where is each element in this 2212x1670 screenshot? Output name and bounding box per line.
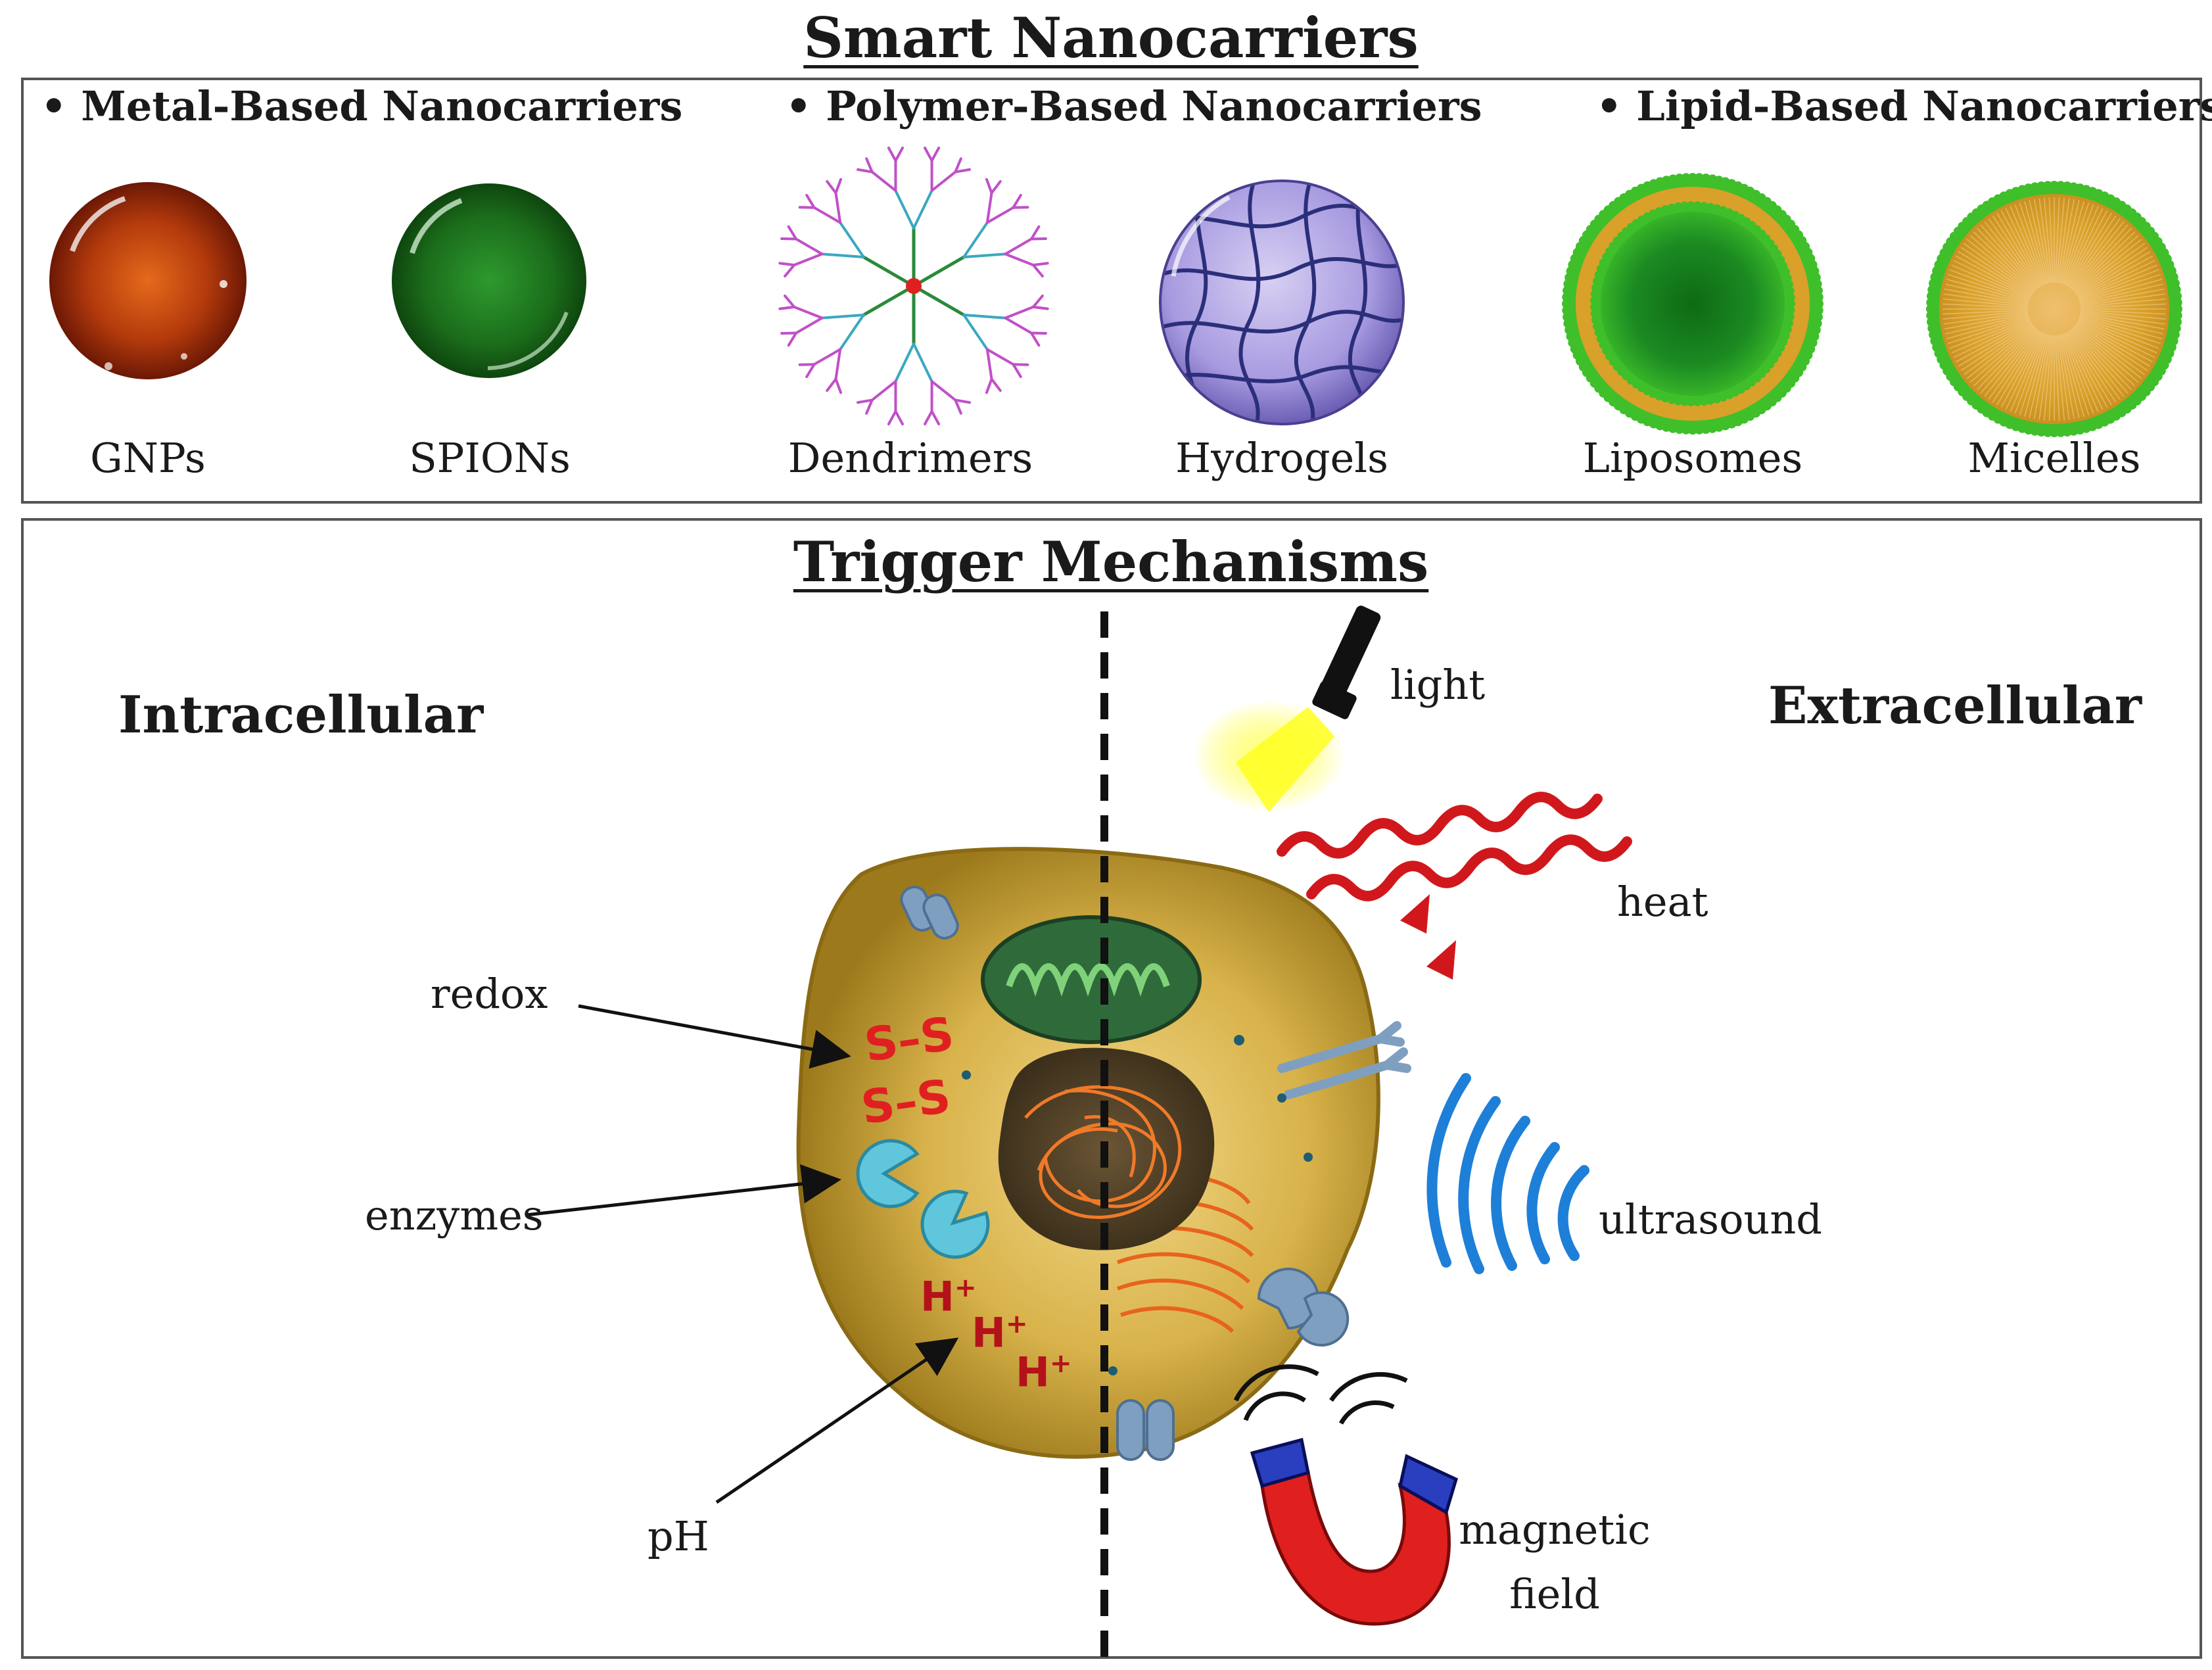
- trigger-mechanisms-panel: [21, 518, 2202, 1659]
- heat-label: heat: [1617, 878, 1708, 926]
- magnet-icon: [1233, 1364, 1459, 1626]
- dendrimers-label: Dendrimers: [788, 434, 1033, 482]
- gnp-particle: [49, 182, 247, 379]
- extracellular-heading: Extracellular: [1768, 676, 2142, 736]
- proton-glyph: H+: [972, 1308, 1028, 1357]
- intracellular-heading: Intracellular: [118, 685, 484, 745]
- proton-glyph: H+: [920, 1272, 977, 1321]
- membrane-protein: [900, 886, 1350, 1461]
- receptor: [1277, 1021, 1411, 1099]
- light-label: light: [1390, 661, 1486, 709]
- magnetic-field-label-line2: field: [1509, 1570, 1600, 1618]
- dendrimer-structure: [778, 147, 1049, 425]
- micelles-label: Micelles: [1967, 434, 2141, 482]
- micelle-particle: [1926, 181, 2182, 437]
- spions-label: SPIONs: [409, 434, 571, 482]
- enzymes-label: enzymes: [365, 1191, 544, 1239]
- proton-glyph: H+: [1016, 1348, 1072, 1396]
- enzyme-shapes: [856, 1139, 990, 1259]
- lipid-based-heading: • Lipid-Based Nanocarriers: [1596, 82, 2212, 130]
- hydrogel-particle: [1159, 179, 1405, 425]
- flashlight-icon: [1193, 606, 1381, 812]
- heat-icon: [1277, 792, 1632, 980]
- redox-arrow: [578, 1004, 851, 1069]
- endoplasmic-reticulum: [1116, 1173, 1254, 1333]
- vesicle: [962, 1035, 1313, 1375]
- gnps-label: GNPs: [90, 434, 206, 482]
- redox-label: redox: [431, 970, 548, 1018]
- magnetic-field-label-line1: magnetic: [1459, 1506, 1651, 1554]
- polymer-based-heading: • Polymer-Based Nanocarriers: [786, 82, 1482, 130]
- ph-arrow: [715, 1337, 959, 1504]
- liposome-particle: [1562, 173, 1824, 435]
- spion-particle: [392, 183, 586, 378]
- nanocarriers-panel: [21, 78, 2202, 504]
- hydrogels-label: Hydrogels: [1175, 434, 1388, 482]
- metal-based-heading: • Metal-Based Nanocarriers: [41, 82, 683, 130]
- enzymes-arrow: [525, 1164, 841, 1217]
- ultrasound-label: ultrasound: [1599, 1195, 1822, 1243]
- trigger-mechanisms-title: Trigger Mechanisms: [793, 529, 1429, 594]
- liposomes-label: Liposomes: [1582, 434, 1803, 482]
- ph-label: pH: [647, 1512, 709, 1560]
- mitochondrion: [981, 915, 1202, 1044]
- ultrasound-icon: [1426, 1073, 1589, 1274]
- smart-nanocarriers-title: Smart Nanocarriers: [803, 5, 1419, 70]
